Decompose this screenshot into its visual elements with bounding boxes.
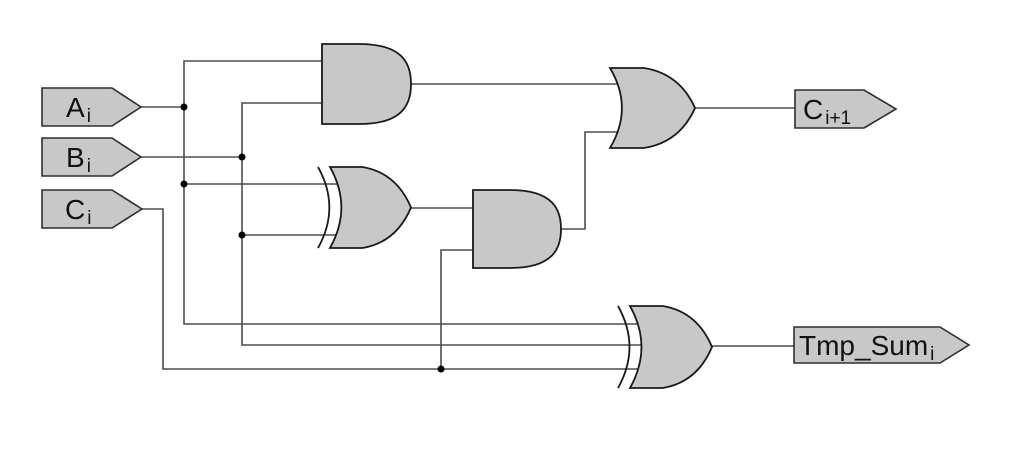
input-c-label-subscript: i [87,208,91,229]
input-c-label-main: C [65,194,85,225]
or-gate-body [608,67,696,149]
xor-input-arc [617,305,631,389]
and-gate-body [321,43,412,125]
input-b-label-subscript: i [87,156,91,177]
xor-gate-body [328,166,412,249]
junction-dot [437,365,445,373]
xor2a-xor-gate [317,166,412,249]
xor-gate-body [628,305,713,389]
output-carry-tag-shape [794,89,898,129]
xor-input-arc [317,166,331,249]
junction-dot [238,153,246,161]
output-sum-label-subscript: i [930,344,934,365]
input-b-label-main: B [66,142,85,173]
junction-dot [238,231,246,239]
wire-c-to-and2b [440,249,473,369]
output-sum-label-main: Tmp_Sum [799,330,928,361]
and-gate-body [472,189,562,269]
output-carry-label-main: C [803,94,823,125]
input-a-label-subscript: i [87,106,91,127]
junction-dot [180,103,188,111]
wire-b-trunk [241,102,651,346]
wire-a-trunk [183,60,651,325]
and2b-and-gate [472,189,562,269]
junction-dot [180,180,188,188]
input-a-tag-shape [41,87,143,127]
xor3-xor-gate [617,305,713,389]
output-sum-tag-shape [793,326,971,364]
input-c-tag-shape [41,189,144,229]
output-carry-label-subscript: i+1 [825,108,851,129]
or2-or-gate [608,67,696,149]
wire-and2b-to-or2 [561,131,624,230]
input-b-tag-shape [41,137,143,177]
wire-c-trunk [142,208,651,370]
input-a-label-main: A [66,92,85,123]
and2a-and-gate [321,43,412,125]
